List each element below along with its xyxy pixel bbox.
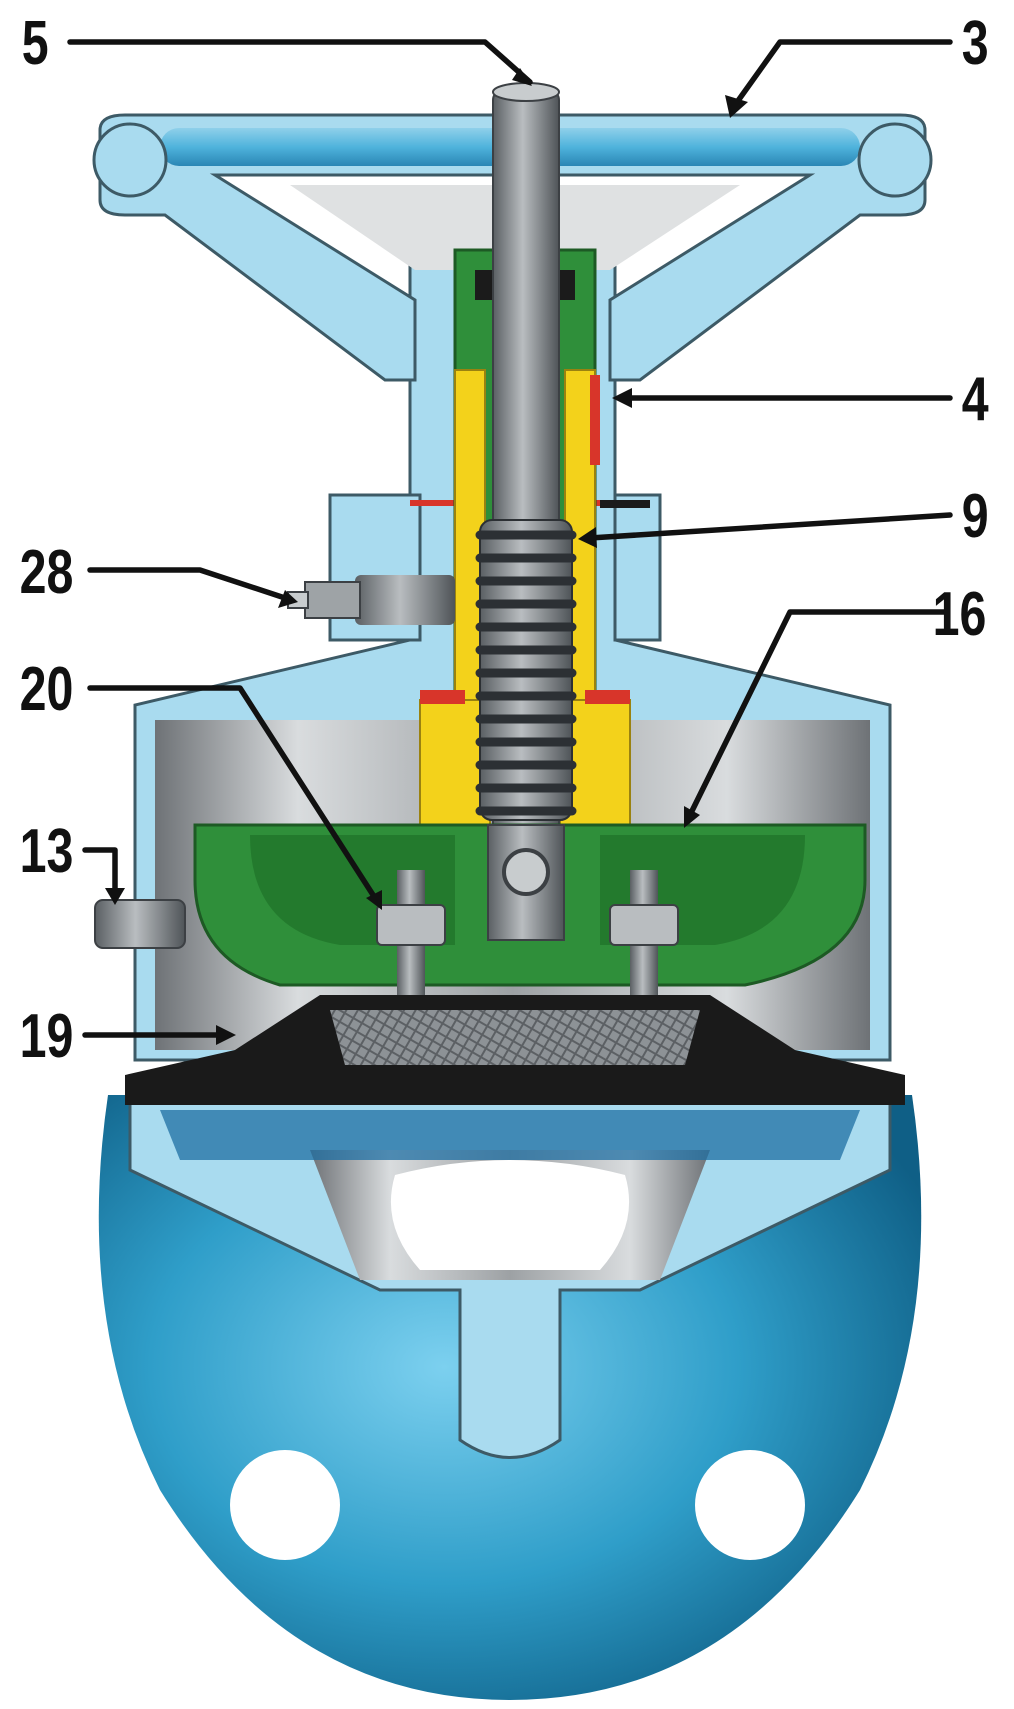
callout-28: 28 xyxy=(20,537,74,606)
valve-stem[interactable] xyxy=(475,82,577,911)
leader-3 xyxy=(732,39,953,108)
stud-bolts xyxy=(376,870,679,1010)
callout-19: 19 xyxy=(20,1001,74,1070)
flange-hole-left xyxy=(230,1450,340,1560)
indicator-port-fitting[interactable] xyxy=(287,575,455,625)
drain-plug-fitting[interactable] xyxy=(94,899,186,949)
diaphragm xyxy=(125,995,905,1105)
leader-28 xyxy=(87,567,288,601)
callout-9: 9 xyxy=(962,481,989,550)
compressor xyxy=(193,823,867,987)
leader-16 xyxy=(687,609,948,818)
valve-body-sphere xyxy=(98,1095,922,1700)
leader-13 xyxy=(82,847,118,896)
callout-13: 13 xyxy=(20,816,74,885)
leader-20 xyxy=(87,685,378,901)
flange-hole-right xyxy=(695,1450,805,1560)
callout-16: 16 xyxy=(933,579,987,648)
leader-5 xyxy=(67,39,533,85)
callout-5: 5 xyxy=(22,8,49,77)
leader-9 xyxy=(587,512,953,541)
callout-3: 3 xyxy=(962,8,989,77)
callout-20: 20 xyxy=(20,654,74,723)
callout-4: 4 xyxy=(962,364,989,433)
leader-lines xyxy=(67,39,953,1045)
